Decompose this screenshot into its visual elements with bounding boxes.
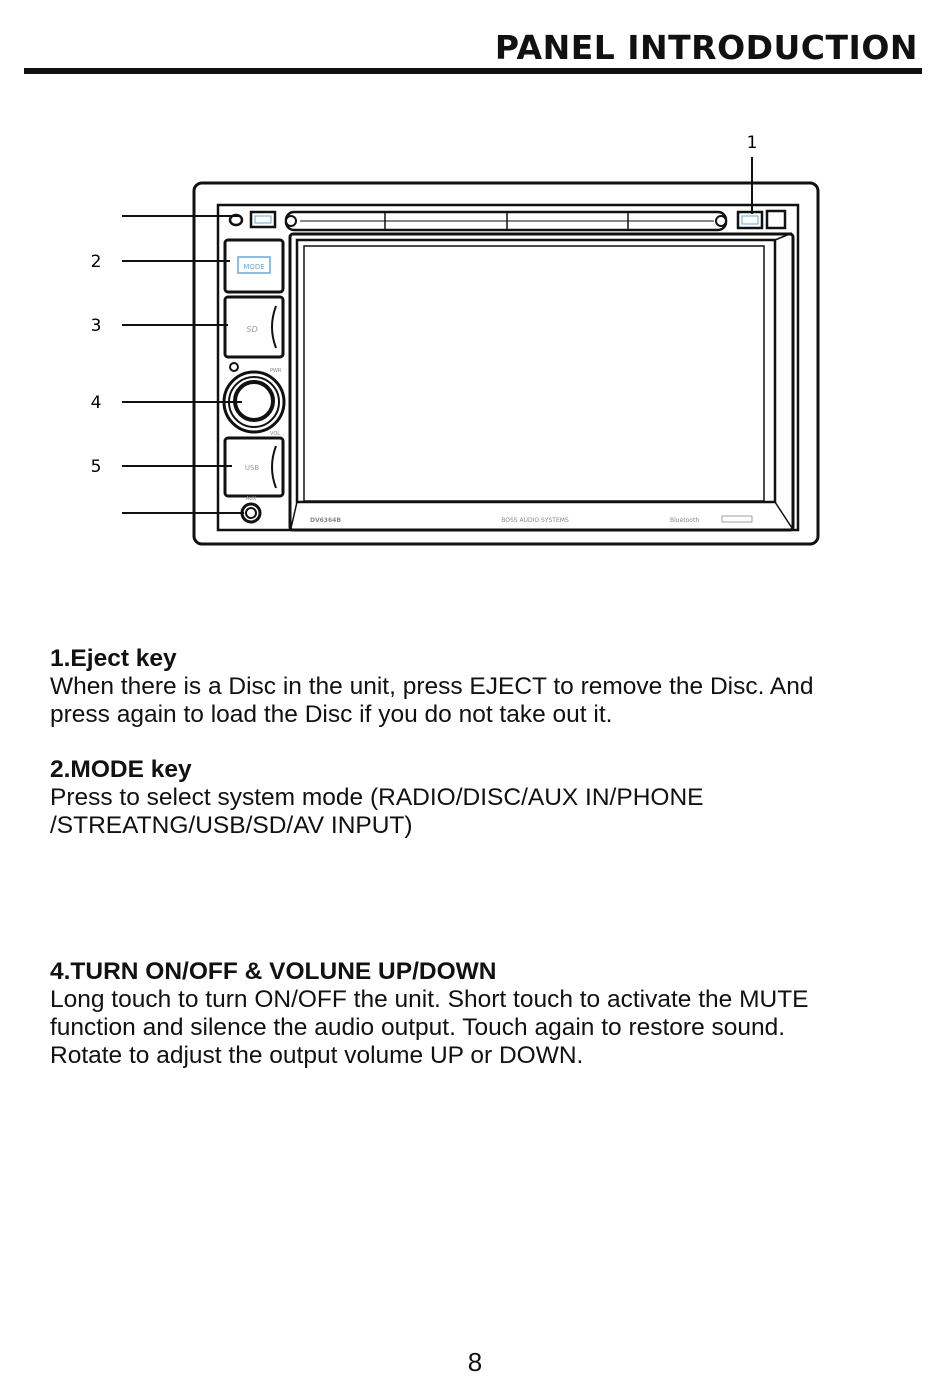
callout-2: 2 [91, 252, 102, 272]
bluetooth-label: Bluetooth [670, 517, 699, 524]
section-mode-key: 2.MODE key Press to select system mode (… [50, 756, 930, 840]
section-heading: 2.MODE key [50, 756, 192, 783]
section-line: Long touch to turn ON/OFF the unit. Shor… [50, 986, 809, 1013]
section-line: /STREATNG/USB/SD/AV INPUT) [50, 812, 413, 839]
pwr-label: PWR [270, 368, 282, 374]
section-line: press again to load the Disc if you do n… [50, 701, 613, 728]
page-title: PANEL INTRODUCTION [494, 28, 918, 67]
section-heading: 4.TURN ON/OFF & VOLUNE UP/DOWN [50, 958, 497, 985]
hdmi-badge [721, 515, 753, 523]
vol-label: VOL [270, 431, 280, 437]
section-line: function and silence the audio output. T… [50, 1014, 786, 1041]
header-rule [24, 68, 922, 74]
section-line: Rotate to adjust the output volume UP or… [50, 1042, 584, 1069]
aux-label: AUX [246, 496, 257, 502]
head-unit-illustration: MODE SD PWR VOL USB AUX DV6364B BOSS AUD… [91, 133, 820, 546]
callout-4: 4 [91, 393, 102, 413]
mode-key-label: MODE [243, 263, 264, 271]
callout-1: 1 [747, 133, 758, 153]
brand-label: BOSS AUDIO SYSTEMS [501, 517, 569, 524]
section-heading: 1.Eject key [50, 645, 177, 672]
panel-diagram: MODE SD PWR VOL USB AUX DV6364B BOSS AUD… [0, 120, 950, 560]
page-number: 8 [467, 1347, 483, 1377]
model-label: DV6364B [310, 517, 341, 524]
callout-5: 5 [91, 457, 102, 477]
usb-port-label: USB [245, 464, 260, 472]
top-right-button [765, 209, 787, 230]
section-eject-key: 1.Eject key When there is a Disc in the … [50, 645, 930, 729]
section-line: Press to select system mode (RADIO/DISC/… [50, 784, 704, 811]
sd-slot-label: SD [246, 325, 257, 334]
section-line: When there is a Disc in the unit, press … [50, 673, 814, 700]
callout-3: 3 [91, 316, 102, 336]
section-power-volume: 4.TURN ON/OFF & VOLUNE UP/DOWN Long touc… [50, 958, 930, 1070]
sd-card-slot [223, 295, 285, 359]
